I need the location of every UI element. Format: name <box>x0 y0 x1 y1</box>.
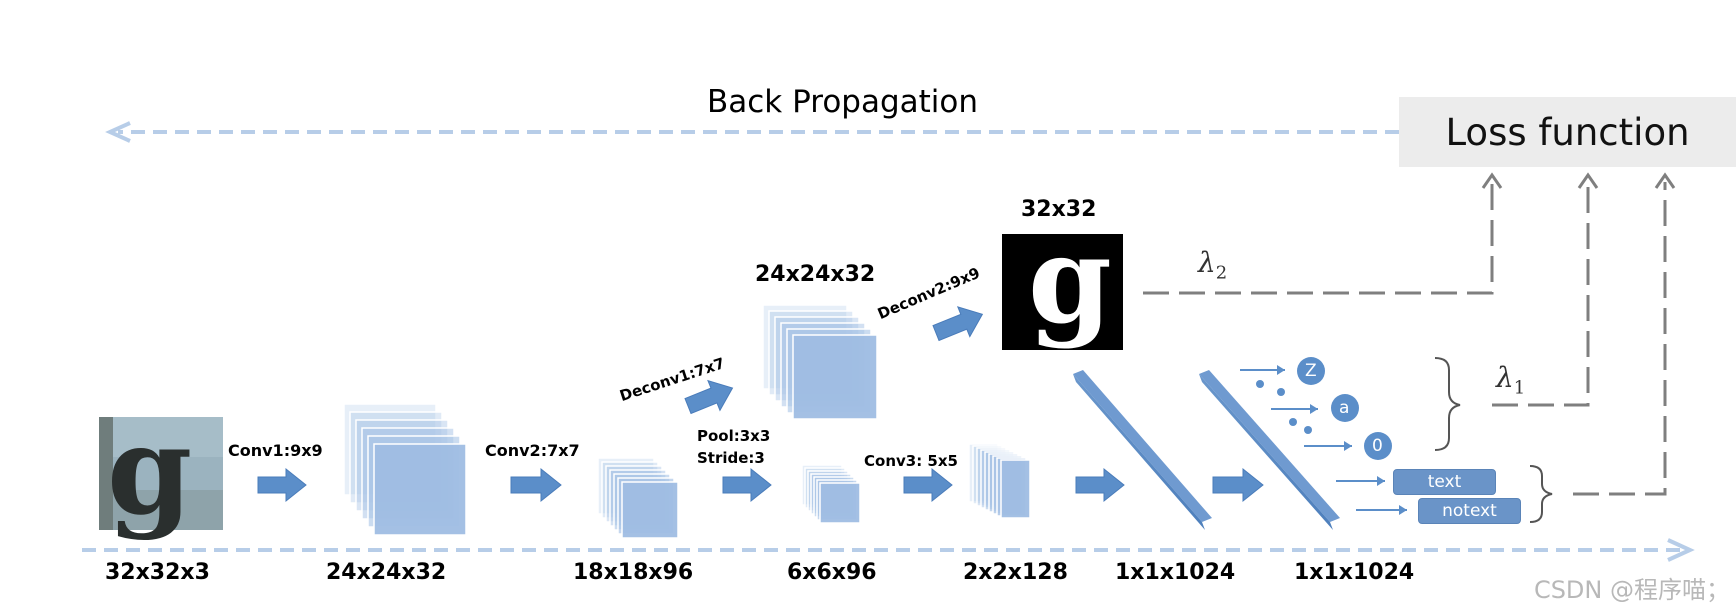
loss-function-label: Loss function <box>1445 110 1690 154</box>
loss-arrowhead-2 <box>1654 172 1676 189</box>
output-char-a: a <box>1339 398 1350 418</box>
pointer-notext-head <box>1399 505 1407 515</box>
arrow-deconv1-shape <box>684 379 734 415</box>
dim-conv2: 18x18x96 <box>573 560 694 585</box>
reconstruction-glyph: g <box>1028 210 1112 351</box>
block-deconv1-layer <box>792 334 878 420</box>
arrow-deconv2-shape <box>932 306 984 342</box>
pointer-a-head <box>1310 404 1318 414</box>
reconstruction-image: g <box>1002 210 1123 351</box>
arrow-conv3 <box>903 467 953 503</box>
decoder-dim-deconv1: 24x24x32 <box>755 262 876 287</box>
loss-path-lambda1 <box>1492 182 1590 407</box>
dim-conv3: 2x2x128 <box>963 560 1068 585</box>
arrow-conv1-shape <box>257 467 307 503</box>
op-conv1: Conv1:9x9 <box>228 441 323 460</box>
notext-output-pill: notext <box>1418 498 1521 524</box>
input-glyph: g <box>107 398 192 542</box>
fc1-bar-body <box>1073 374 1205 530</box>
arrow-fc2 <box>1212 467 1264 503</box>
arrow-conv2 <box>510 467 562 503</box>
dim-conv1: 24x24x32 <box>326 560 447 585</box>
text-output-pill: text <box>1393 469 1496 495</box>
brace-characters <box>1434 357 1461 451</box>
prediction-circle-1 <box>1331 394 1359 422</box>
forward-propagation-arrowhead <box>1667 538 1695 562</box>
op-conv3: Conv3: 5x5 <box>864 452 958 470</box>
output-char-0: 0 <box>1372 436 1383 456</box>
loss-path-lambda2 <box>1143 182 1494 295</box>
arrow-pool <box>722 467 772 503</box>
prediction-circle-0 <box>1297 357 1325 385</box>
decoder-dim-deconv2: 32x32 <box>1021 197 1097 222</box>
back-propagation-label: Back Propagation <box>707 84 979 120</box>
arrow-fc2-shape <box>1212 467 1264 503</box>
op-pool: Pool:3x3 <box>697 427 771 445</box>
block-conv3-layer <box>1000 459 1031 519</box>
arrow-fc1-shape <box>1075 467 1125 503</box>
dim-pool: 6x6x96 <box>787 560 877 585</box>
ellipsis-dot-2 <box>1289 418 1297 426</box>
block-conv1-layer <box>373 443 467 536</box>
block-conv2-layer <box>621 481 679 539</box>
lambda-1: λ1 <box>1496 361 1526 399</box>
lambda-2: λ2 <box>1198 246 1228 284</box>
loss-arrowhead-0 <box>1481 172 1503 189</box>
pointer-0-head <box>1344 441 1352 451</box>
block-pool-layer <box>819 482 861 524</box>
fc2-bar-body <box>1199 374 1333 530</box>
arrow-deconv2 <box>932 306 984 342</box>
arrow-conv2-shape <box>510 467 562 503</box>
pointer-z-head <box>1277 365 1285 375</box>
watermark: CSDN @程序喵； <box>1533 576 1730 604</box>
ellipsis-dot-1 <box>1277 388 1285 396</box>
arrow-pool-shape <box>722 467 772 503</box>
loss-path-classification <box>1573 182 1667 496</box>
pointer-text-head <box>1377 476 1385 486</box>
arrow-conv1 <box>257 467 307 503</box>
input-image: g <box>99 398 223 542</box>
dim-fc2: 1x1x1024 <box>1294 560 1415 585</box>
arrow-fc1 <box>1075 467 1125 503</box>
fc1-bar-top <box>1073 370 1212 522</box>
ellipsis-dot-0 <box>1256 380 1264 388</box>
dim-input: 32x32x3 <box>105 560 210 585</box>
op-stride: Stride:3 <box>697 449 765 467</box>
loss-arrowhead-1 <box>1577 172 1599 189</box>
prediction-circle-2 <box>1364 432 1392 460</box>
output-char-z: Z <box>1305 361 1317 381</box>
ellipsis-dot-3 <box>1304 426 1312 434</box>
dim-fc1: 1x1x1024 <box>1115 560 1236 585</box>
arrow-conv3-shape <box>903 467 953 503</box>
brace-text-notext <box>1529 465 1553 523</box>
op-conv2: Conv2:7x7 <box>485 441 580 460</box>
back-propagation-arrowhead <box>105 121 131 143</box>
arrow-deconv1 <box>684 379 734 415</box>
loss-function-box: Loss function <box>1399 97 1736 167</box>
fc2-bar-top <box>1199 370 1340 522</box>
